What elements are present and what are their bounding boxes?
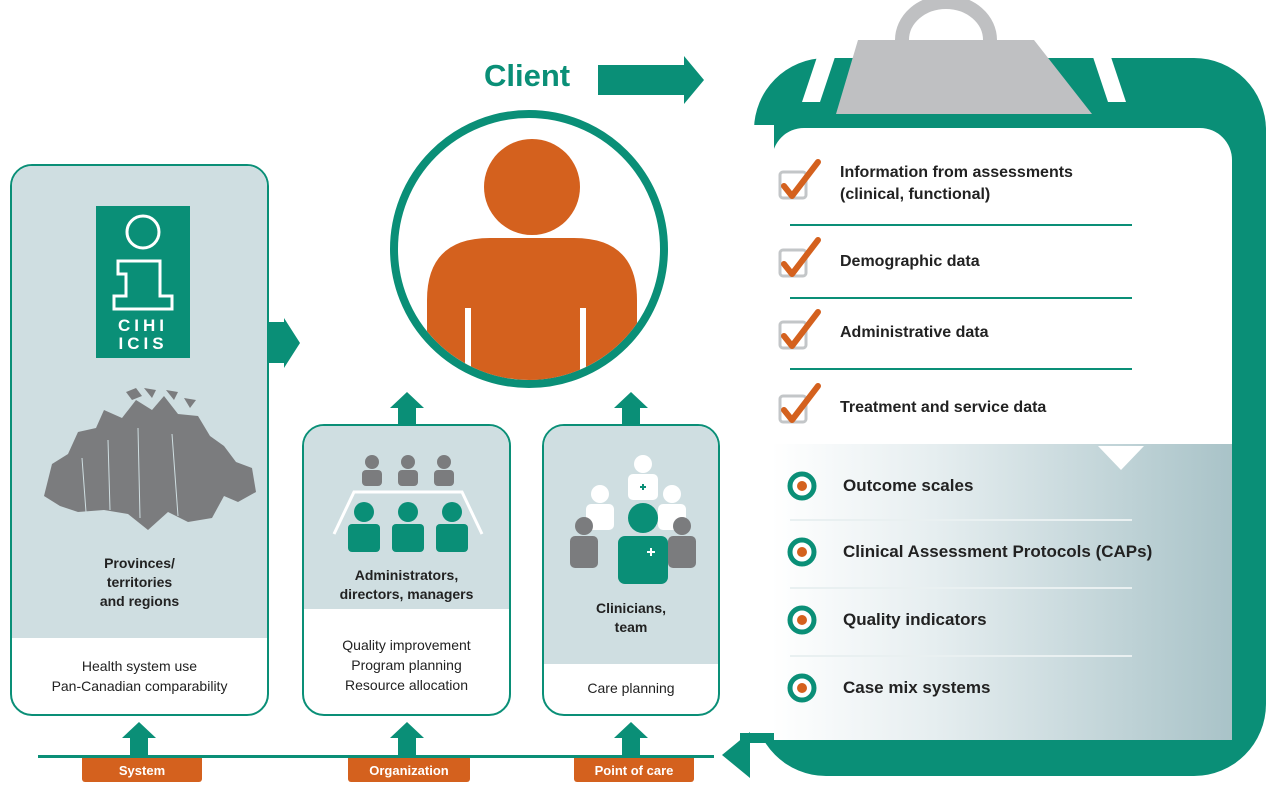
divider [790, 655, 1132, 657]
output-3: Quality indicators [843, 610, 987, 629]
data-input-3: Administrative data [840, 324, 989, 341]
data-input-1-line-1: Information from assessments [840, 164, 1073, 181]
checkbox-checked-icon [778, 237, 821, 278]
client-label: Client [484, 58, 571, 93]
logo-line-1: CIHI [118, 316, 168, 335]
system-title-line-3: and regions [99, 593, 180, 609]
clinicians-team-icon [570, 455, 696, 584]
target-bullet-icon [787, 605, 817, 635]
organization-card: Administrators, directors, managers Qual… [302, 424, 511, 716]
level-tag-point-of-care: Point of care [574, 758, 694, 782]
up-arrow-icon [390, 392, 424, 426]
care-use-1: Care planning [587, 680, 675, 696]
output-2: Clinical Assessment Protocols (CAPs) [843, 542, 1153, 561]
checkbox-checked-icon [778, 309, 821, 350]
cihi-logo: CIHI ICIS [96, 206, 190, 358]
system-use-1: Health system use [81, 658, 198, 674]
organization-use-1: Quality improvement [342, 637, 471, 653]
data-input-2: Demographic data [840, 253, 980, 270]
left-arrow-icon [722, 732, 750, 778]
checkbox-checked-icon [778, 159, 821, 200]
client-icon [390, 110, 668, 388]
level-tag-system: System [82, 758, 202, 782]
clipboard-clip-icon [836, 0, 1092, 114]
divider [790, 297, 1132, 299]
canada-map-icon [44, 388, 256, 530]
down-arrow-icon [1098, 446, 1144, 470]
divider [790, 368, 1132, 370]
right-arrow-icon [268, 318, 300, 368]
divider [790, 587, 1132, 589]
system-title-line-1: Provinces/ [104, 555, 175, 571]
data-input-4: Treatment and service data [840, 399, 1047, 416]
up-arrow-icon [614, 392, 648, 426]
baseline [38, 755, 714, 758]
up-arrow-icon [122, 722, 156, 756]
output-1: Outcome scales [843, 476, 974, 495]
target-bullet-icon [787, 471, 817, 501]
system-use-2: Pan-Canadian comparability [51, 678, 228, 694]
info-i-icon [112, 214, 174, 311]
meeting-group-icon [332, 455, 484, 552]
logo-line-2: ICIS [118, 334, 168, 353]
checkbox-checked-icon [778, 383, 821, 424]
organization-use-2: Program planning [351, 657, 462, 673]
organization-use-3: Resource allocation [345, 677, 468, 693]
system-title-line-2: territories [106, 574, 173, 590]
organization-title-line-1: Administrators, [354, 567, 459, 583]
divider [790, 519, 1132, 521]
level-tag-organization: Organization [348, 758, 470, 782]
client-arrow-icon [598, 56, 704, 104]
care-card: Clinicians, team Care planning [542, 424, 720, 716]
data-input-1-line-2: (clinical, functional) [840, 186, 991, 203]
care-title-line-1: Clinicians, [595, 600, 667, 616]
up-arrow-icon [614, 722, 648, 756]
target-bullet-icon [787, 537, 817, 567]
up-arrow-icon [390, 722, 424, 756]
output-4: Case mix systems [843, 678, 991, 697]
organization-title-line-2: directors, managers [339, 586, 474, 602]
care-title-line-2: team [614, 619, 648, 635]
divider [790, 224, 1132, 226]
system-card: CIHI ICIS Provinces/ territories and reg… [10, 164, 269, 716]
target-bullet-icon [787, 673, 817, 703]
